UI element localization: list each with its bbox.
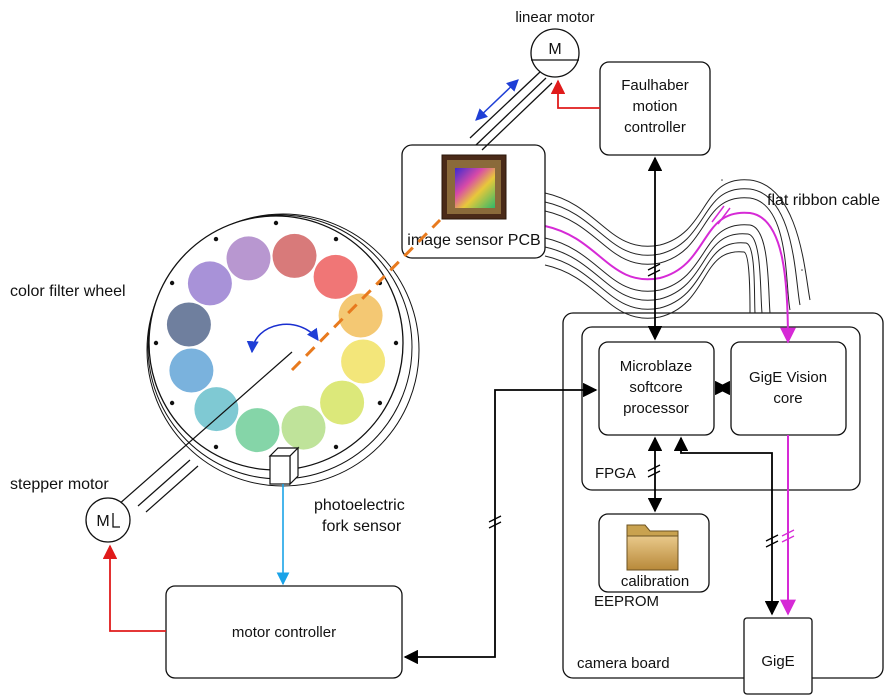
color-filter-4: [341, 339, 386, 384]
wheel-rotation-arrow: [246, 323, 319, 354]
microblaze-motor-controller-link: [403, 382, 598, 665]
color-filter-6: [281, 405, 326, 450]
color-filter-3: [338, 293, 383, 338]
gige-vision-core: [730, 341, 847, 436]
bolt-hole-9: [169, 400, 175, 406]
gige-vision-label-2: core: [773, 390, 802, 407]
microblaze-processor: [598, 341, 715, 436]
stepper-motor: [85, 497, 131, 543]
linear-motor-label: linear motor: [515, 9, 594, 26]
linear-motor-drive-arrow: [550, 79, 600, 109]
flat-ribbon-cable: [544, 179, 811, 319]
stepper-motor-shaft: [117, 351, 293, 513]
bolt-hole-1: [273, 220, 279, 226]
faulhaber-label-2: motion: [632, 98, 677, 115]
bolt-hole-12: [213, 236, 219, 242]
color-filter-8: [194, 387, 239, 432]
motor-controller-link-break: [488, 515, 502, 529]
motor-controller: [165, 585, 403, 679]
flat-ribbon-cable-label: flat ribbon cable: [767, 192, 880, 209]
photoelectric-label-1: photoelectric: [314, 497, 405, 514]
stepper-drive-arrow: [102, 544, 166, 632]
bolt-hole-2: [333, 236, 339, 242]
folder-icon: [626, 524, 679, 571]
gige-vision-label-1: GigE Vision: [749, 369, 827, 386]
ribbon-signal-line: [544, 211, 796, 344]
microblaze-label-3: processor: [623, 400, 689, 417]
optical-axis: [290, 218, 442, 372]
stepper-motor-symbol: M: [96, 513, 109, 530]
photoelectric-label-2: fork sensor: [322, 518, 402, 535]
wheel-bolt-holes: [153, 220, 399, 466]
image-sensor-chip: [441, 154, 507, 220]
stepper-motor-label: stepper motor: [10, 476, 109, 493]
gige-port: [743, 617, 813, 695]
color-filter-5: [320, 380, 365, 425]
color-filter-1: [272, 233, 317, 278]
bolt-hole-5: [377, 400, 383, 406]
color-filter-10: [166, 302, 211, 347]
calibration-label: calibration: [621, 573, 689, 590]
image-sensor-pcb-label: image sensor PCB: [407, 232, 540, 249]
eeprom-label: EEPROM: [594, 593, 659, 610]
photoelectric-fork-sensor: [268, 446, 300, 486]
color-filter-wheel: [146, 213, 420, 487]
linear-motion-arrow: [475, 79, 519, 121]
color-filter-wheel-label: color filter wheel: [10, 283, 126, 300]
eeprom-link-break: [647, 464, 661, 478]
stray-dot-2: [801, 269, 803, 271]
faulhaber-label-3: controller: [624, 119, 686, 136]
microblaze-label-2: softcore: [629, 379, 682, 396]
gige-port-link-break: [765, 534, 779, 548]
faulhaber-label-1: Faulhaber: [621, 77, 689, 94]
linear-motor-shaft: [469, 71, 553, 151]
linear-motor: [530, 28, 580, 78]
color-filter-7: [235, 408, 280, 453]
fpga-label: FPGA: [595, 465, 636, 482]
bolt-hole-8: [213, 444, 219, 450]
bolt-hole-11: [169, 280, 175, 286]
bolt-hole-4: [393, 340, 399, 346]
color-filter-9: [169, 348, 214, 393]
ribbon-break-mark: [711, 205, 731, 225]
linear-motor-symbol: M: [548, 41, 561, 58]
bolt-hole-6: [333, 444, 339, 450]
camera-board-label: camera board: [577, 655, 670, 672]
color-filter-11: [187, 261, 232, 306]
bolt-hole-10: [153, 340, 159, 346]
color-filter-2: [313, 254, 358, 299]
gige-output-break: [781, 529, 795, 543]
color-filter-12: [226, 236, 271, 281]
stray-dot-1: [721, 179, 723, 181]
microblaze-label-1: Microblaze: [620, 358, 693, 375]
stepper-symbol-mark: [112, 513, 120, 528]
filter-set: [166, 233, 386, 453]
gige-label: GigE: [761, 653, 794, 670]
microblaze-gige-port-link: [673, 436, 780, 616]
faulhaber-link-break: [647, 263, 661, 277]
motor-controller-label: motor controller: [232, 624, 336, 641]
